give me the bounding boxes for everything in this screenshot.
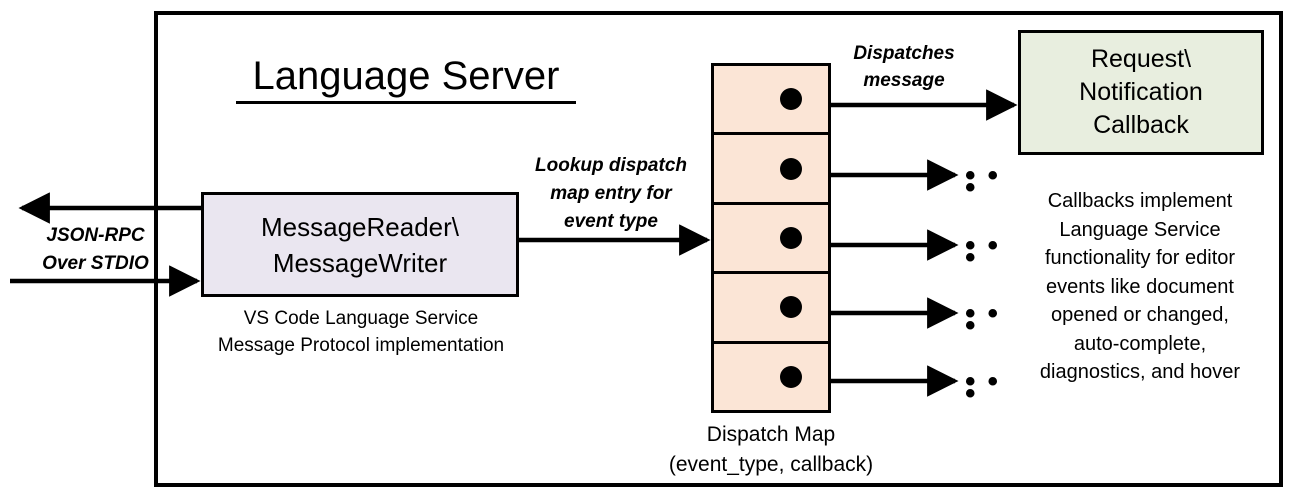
lookup-line-3: event type (564, 211, 658, 232)
request-notification-callback-box[interactable]: Request\ Notification Callback (1018, 30, 1264, 155)
callback-desc-line-7: diagnostics, and hover (1039, 361, 1241, 383)
message-writer-label: MessageWriter (272, 247, 448, 278)
dispatches-message-label: Dispatches message (839, 40, 969, 94)
page-title: Language Server (236, 52, 576, 104)
dispatch-map-caption-line-1: Dispatch Map (706, 423, 836, 446)
lookup-line-2: map entry for (550, 183, 672, 204)
dispatch-map-table[interactable] (711, 63, 831, 413)
callback-line-1: Request\ (1090, 45, 1192, 73)
dispatch-map-row[interactable] (714, 274, 828, 344)
dispatch-map-caption: Dispatch Map (event_type, callback) (640, 420, 902, 480)
jsonrpc-stdio-line-2: Over STDIO (42, 253, 149, 274)
ellipsis-row-5: • • • (965, 365, 1011, 410)
message-reader-label: MessageReader\ (261, 211, 459, 242)
callback-desc-line-6: auto-complete, (1073, 332, 1207, 355)
callback-desc-line-1: Callbacks implement (1047, 190, 1233, 212)
dispatch-entry-dot-icon (780, 227, 802, 250)
caption-line-1: VS Code Language Service (243, 308, 479, 329)
dispatch-entry-dot-icon (780, 296, 802, 319)
ellipsis-row-3: • • • (965, 229, 1011, 274)
callback-desc-line-2: Language Service (1059, 218, 1221, 241)
message-reader-writer-caption: VS Code Language Service Message Protoco… (181, 305, 541, 359)
ellipsis-row-4: • • • (965, 297, 1011, 342)
callback-desc-line-4: events like document (1046, 275, 1234, 298)
dispatch-map-row[interactable] (714, 135, 828, 205)
dispatches-line-1: Dispatches (853, 43, 955, 64)
dispatch-entry-dot-icon (780, 88, 802, 111)
dispatch-entry-dot-icon (780, 157, 802, 180)
message-reader-writer-box[interactable]: MessageReader\ MessageWriter (201, 192, 519, 297)
lookup-dispatch-label: Lookup dispatch map entry for event type (521, 152, 701, 236)
callback-line-3: Callback (1093, 111, 1189, 139)
dispatch-map-row[interactable] (714, 204, 828, 275)
dispatches-line-2: message (863, 70, 945, 91)
jsonrpc-stdio-label: JSON-RPC Over STDIO (18, 222, 173, 278)
caption-line-2: Message Protocol implementation (217, 335, 505, 356)
callback-desc-line-3: functionality for editor (1044, 247, 1236, 269)
callback-line-2: Notification (1079, 78, 1203, 106)
callback-description: Callbacks implement Language Service fun… (1007, 187, 1273, 387)
dispatch-map-row[interactable] (714, 343, 828, 411)
lookup-line-1: Lookup dispatch (535, 155, 687, 176)
jsonrpc-stdio-line-1: JSON-RPC (46, 225, 145, 246)
dispatch-map-row[interactable] (714, 66, 828, 136)
dispatch-entry-dot-icon (780, 365, 802, 388)
dispatch-map-caption-line-2: (event_type, callback) (668, 453, 874, 476)
ellipsis-row-2: • • • (965, 159, 1011, 204)
callback-desc-line-5: opened or changed, (1051, 304, 1229, 326)
language-server-boundary (154, 11, 1283, 487)
